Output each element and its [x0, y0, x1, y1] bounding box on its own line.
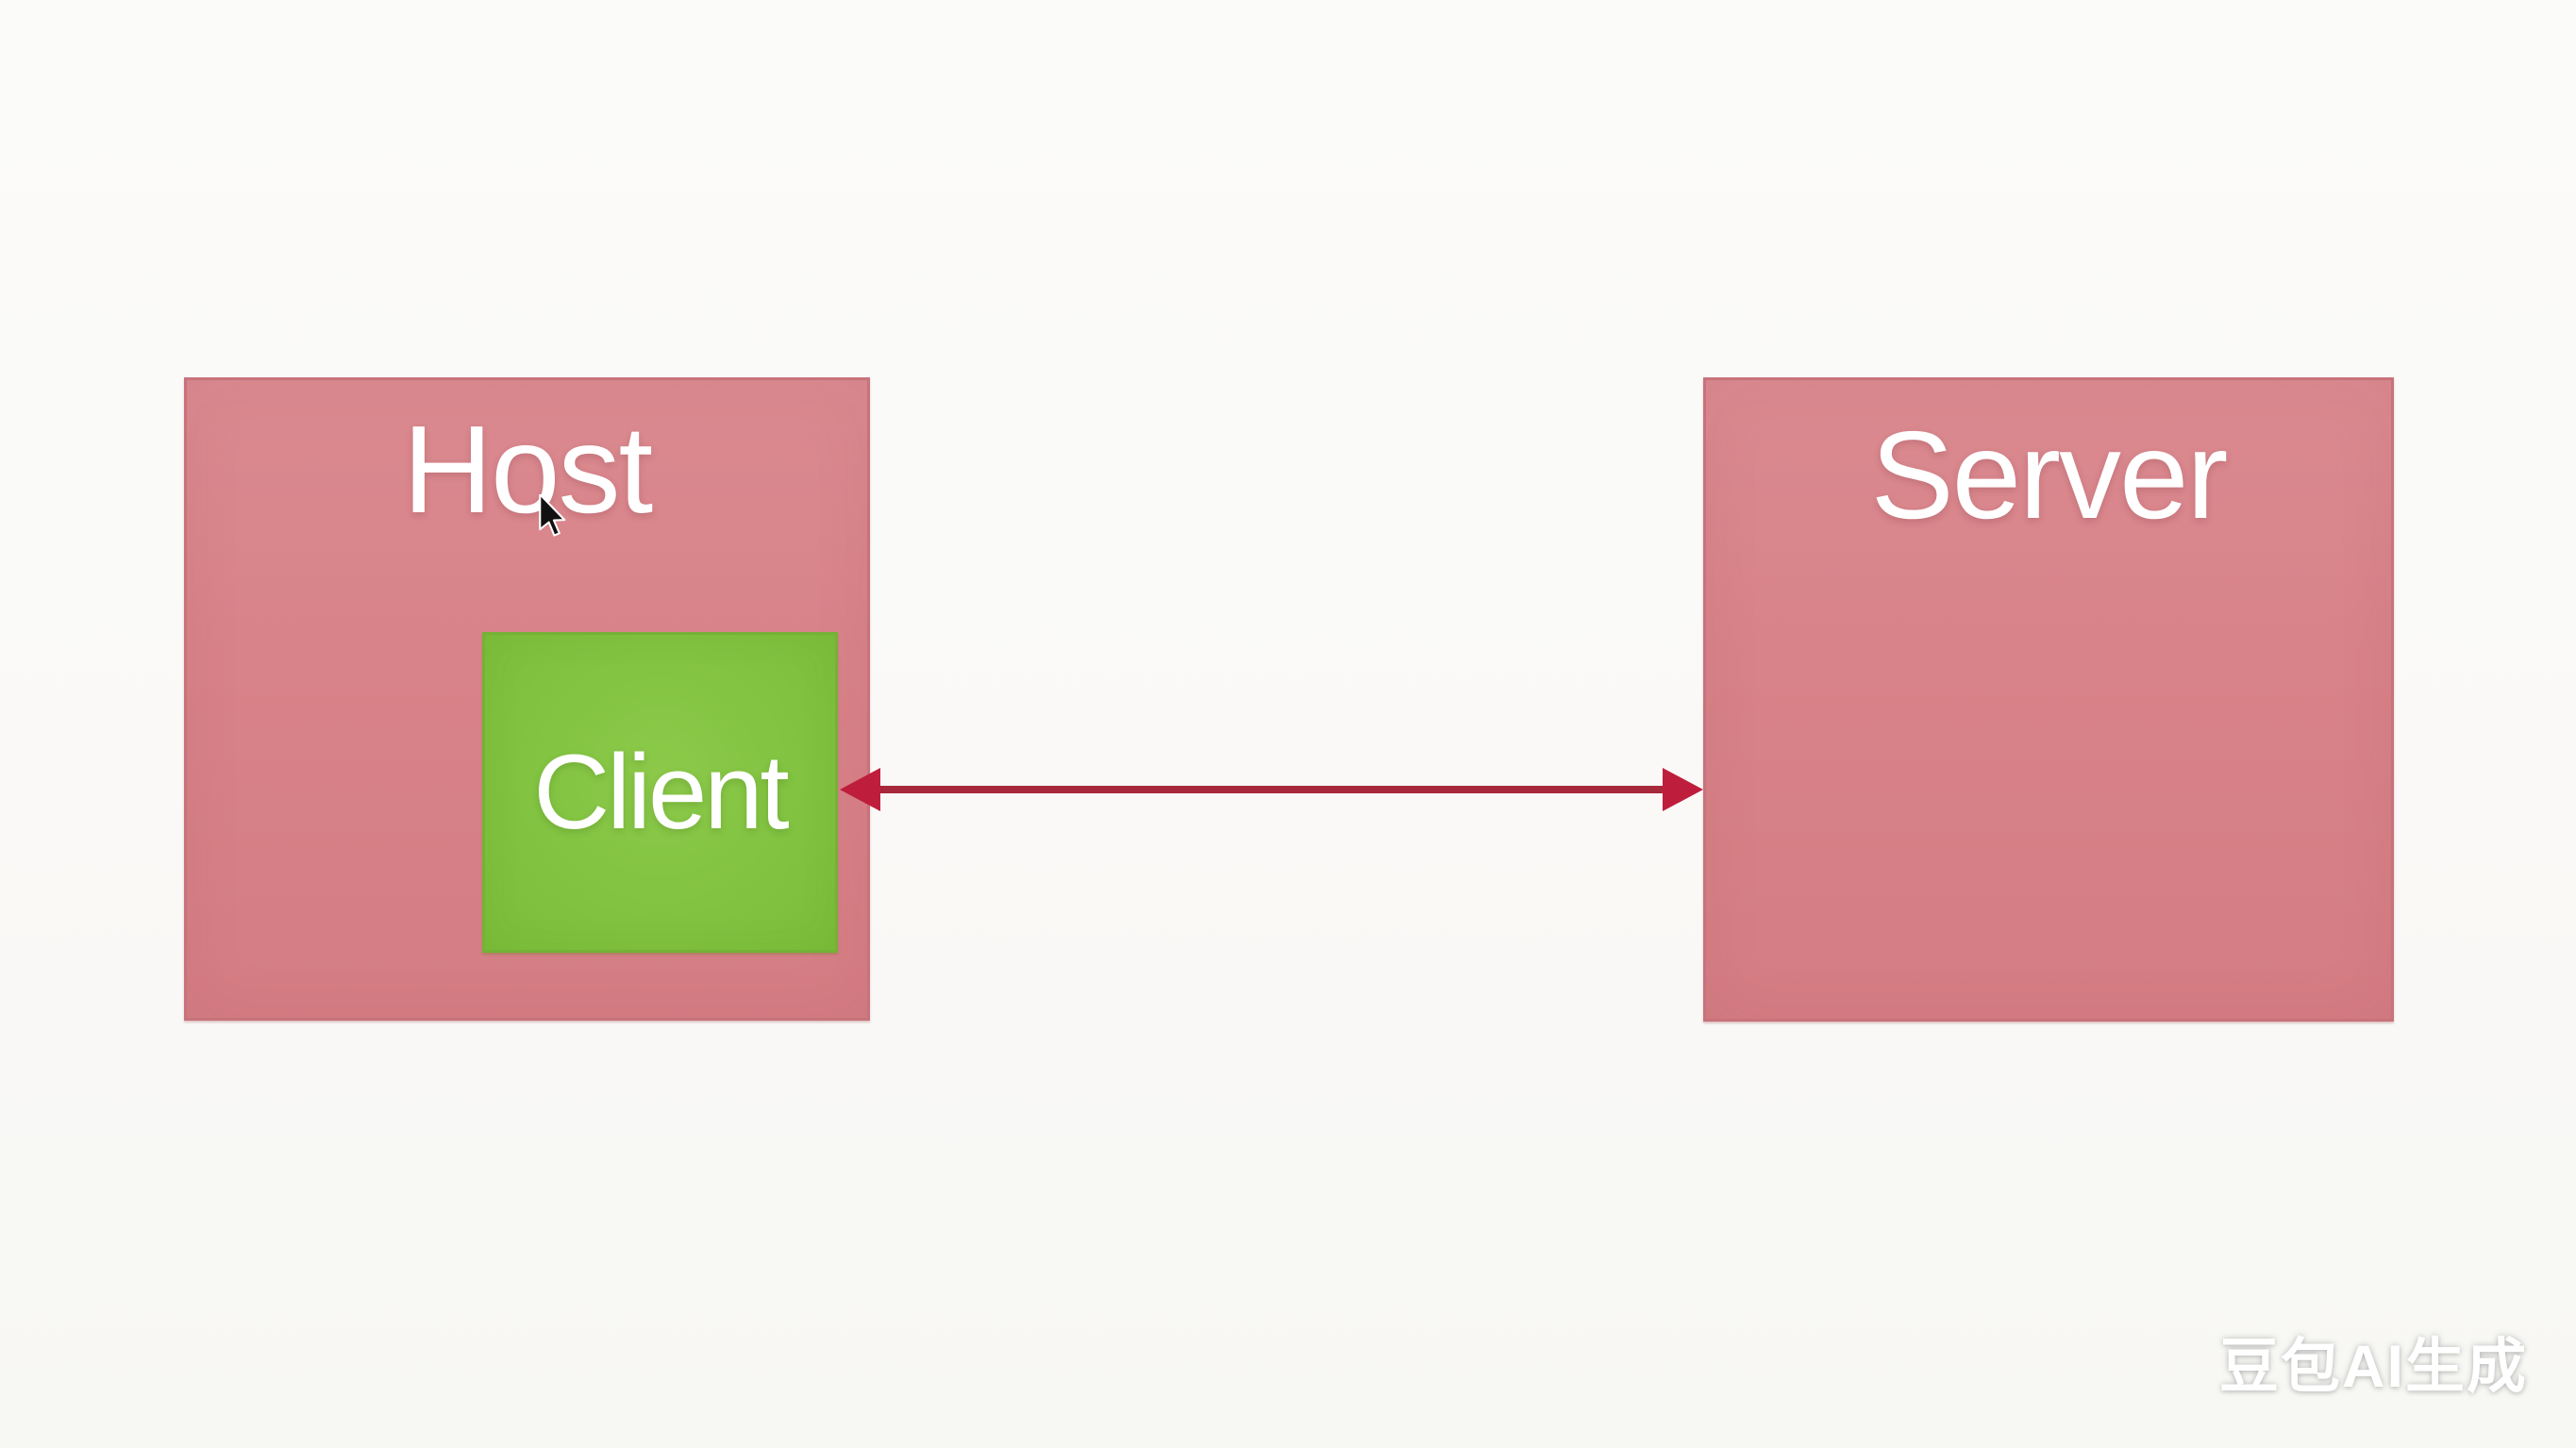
watermark-text: 豆包AI生成: [2219, 1334, 2528, 1400]
client-server-arrow-icon: [840, 768, 1703, 811]
client-box: Client: [482, 632, 838, 953]
server-box: Server: [1703, 377, 2394, 1022]
client-label: Client: [533, 733, 789, 852]
host-box: Host Client: [184, 377, 870, 1021]
server-label: Server: [1870, 406, 2229, 544]
host-label: Host: [402, 400, 653, 539]
mouse-cursor-icon: [539, 494, 566, 537]
